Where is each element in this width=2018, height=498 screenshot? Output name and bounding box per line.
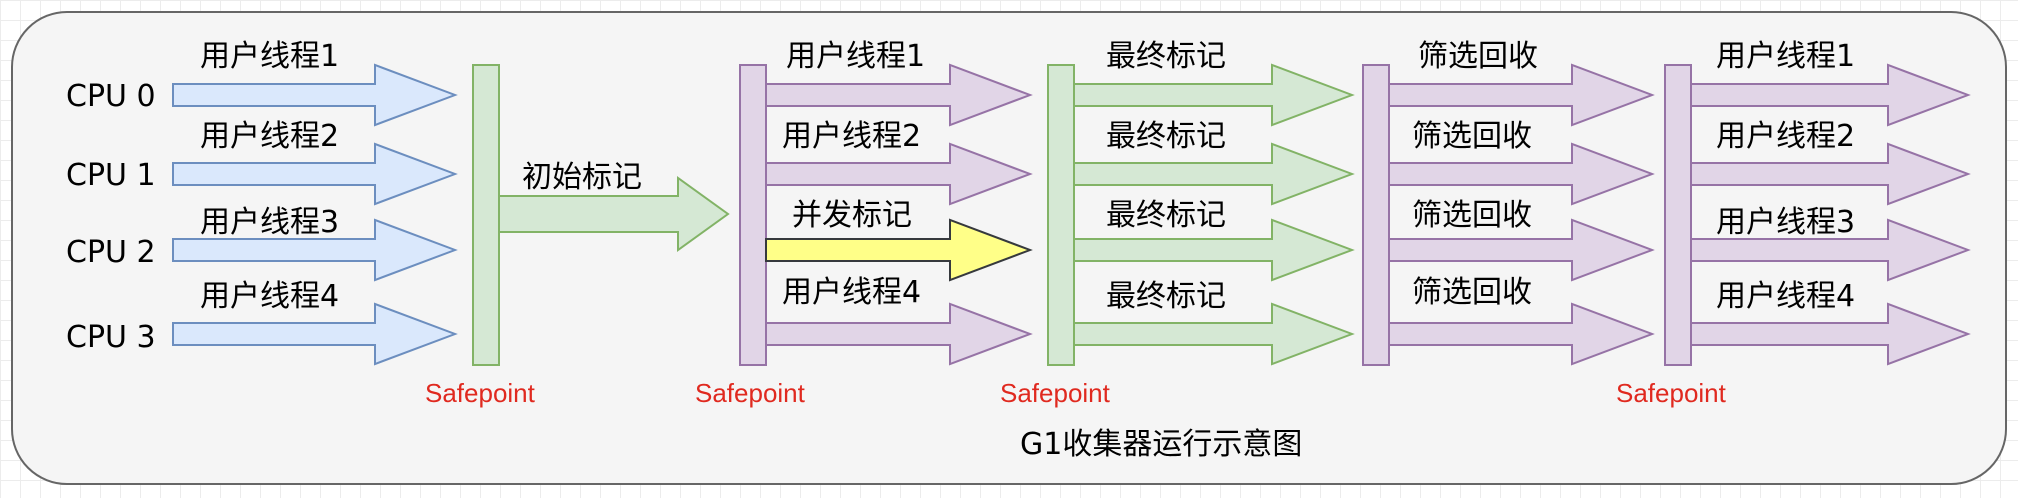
phase1-label-1: 用户线程2: [200, 119, 339, 154]
final-mark-arrow-0: [1073, 63, 1355, 127]
safepoint-label-3: Safepoint: [1000, 378, 1111, 408]
phase1-label-0: 用户线程1: [200, 39, 339, 74]
safepoint-bar-1: [472, 64, 500, 366]
final-mark-label-1: 最终标记: [1106, 119, 1226, 154]
concurrent-mark-arrow: [765, 218, 1033, 282]
phase1-arrow-1: [172, 142, 458, 206]
cpu-label-3: CPU 3: [66, 320, 156, 355]
safepoint-bar-3: [1047, 64, 1075, 366]
phase1-arrow-0: [172, 63, 458, 127]
phase5-label-1: 用户线程2: [1716, 119, 1855, 154]
cleanup-arrow-2: [1388, 218, 1655, 282]
phase5-arrow-0: [1690, 63, 1971, 127]
final-mark-label-2: 最终标记: [1106, 198, 1226, 233]
initial-mark-arrow: [498, 176, 730, 252]
phase2-arrow-3: [765, 302, 1033, 366]
phase2-label-0: 用户线程1: [786, 39, 925, 74]
phase2-arrow-0: [765, 63, 1033, 127]
cleanup-arrow-3: [1388, 302, 1655, 366]
safepoint-bar-2: [739, 64, 767, 366]
cleanup-arrow-0: [1388, 63, 1655, 127]
final-mark-arrow-3: [1073, 302, 1355, 366]
cleanup-arrow-1: [1388, 142, 1655, 206]
cleanup-bar: [1362, 64, 1390, 366]
phase1-label-2: 用户线程3: [200, 205, 339, 240]
phase5-label-3: 用户线程4: [1716, 279, 1855, 314]
cpu-label-2: CPU 2: [66, 235, 156, 270]
cpu-label-0: CPU 0: [66, 79, 156, 114]
final-mark-arrow-1: [1073, 142, 1355, 206]
phase5-label-0: 用户线程1: [1716, 39, 1855, 74]
cpu-label-1: CPU 1: [66, 158, 156, 193]
cleanup-label-3: 筛选回收: [1412, 275, 1532, 310]
phase5-label-2: 用户线程3: [1716, 205, 1855, 240]
final-mark-label-3: 最终标记: [1106, 279, 1226, 314]
concurrent-mark-label: 并发标记: [792, 198, 912, 233]
phase2-label-1: 用户线程2: [782, 119, 921, 154]
cleanup-label-1: 筛选回收: [1412, 119, 1532, 154]
safepoint-label-2: Safepoint: [695, 378, 806, 408]
phase1-arrow-2: [172, 218, 458, 282]
diagram-caption: G1收集器运行示意图: [1020, 427, 1302, 462]
phase1-arrow-3: [172, 302, 458, 366]
safepoint-label-4: Safepoint: [1616, 378, 1727, 408]
phase5-arrow-2: [1690, 218, 1971, 282]
cleanup-label-2: 筛选回收: [1412, 198, 1532, 233]
final-mark-label-0: 最终标记: [1106, 39, 1226, 74]
initial-mark-label: 初始标记: [522, 160, 642, 195]
phase2-arrow-1: [765, 142, 1033, 206]
cleanup-label-0: 筛选回收: [1418, 39, 1538, 74]
phase1-label-3: 用户线程4: [200, 279, 339, 314]
phase2-label-3: 用户线程4: [782, 275, 921, 310]
final-mark-arrow-2: [1073, 218, 1355, 282]
phase5-arrow-3: [1690, 302, 1971, 366]
safepoint-bar-4: [1664, 64, 1692, 366]
safepoint-label-1: Safepoint: [425, 378, 536, 408]
phase5-arrow-1: [1690, 142, 1971, 206]
